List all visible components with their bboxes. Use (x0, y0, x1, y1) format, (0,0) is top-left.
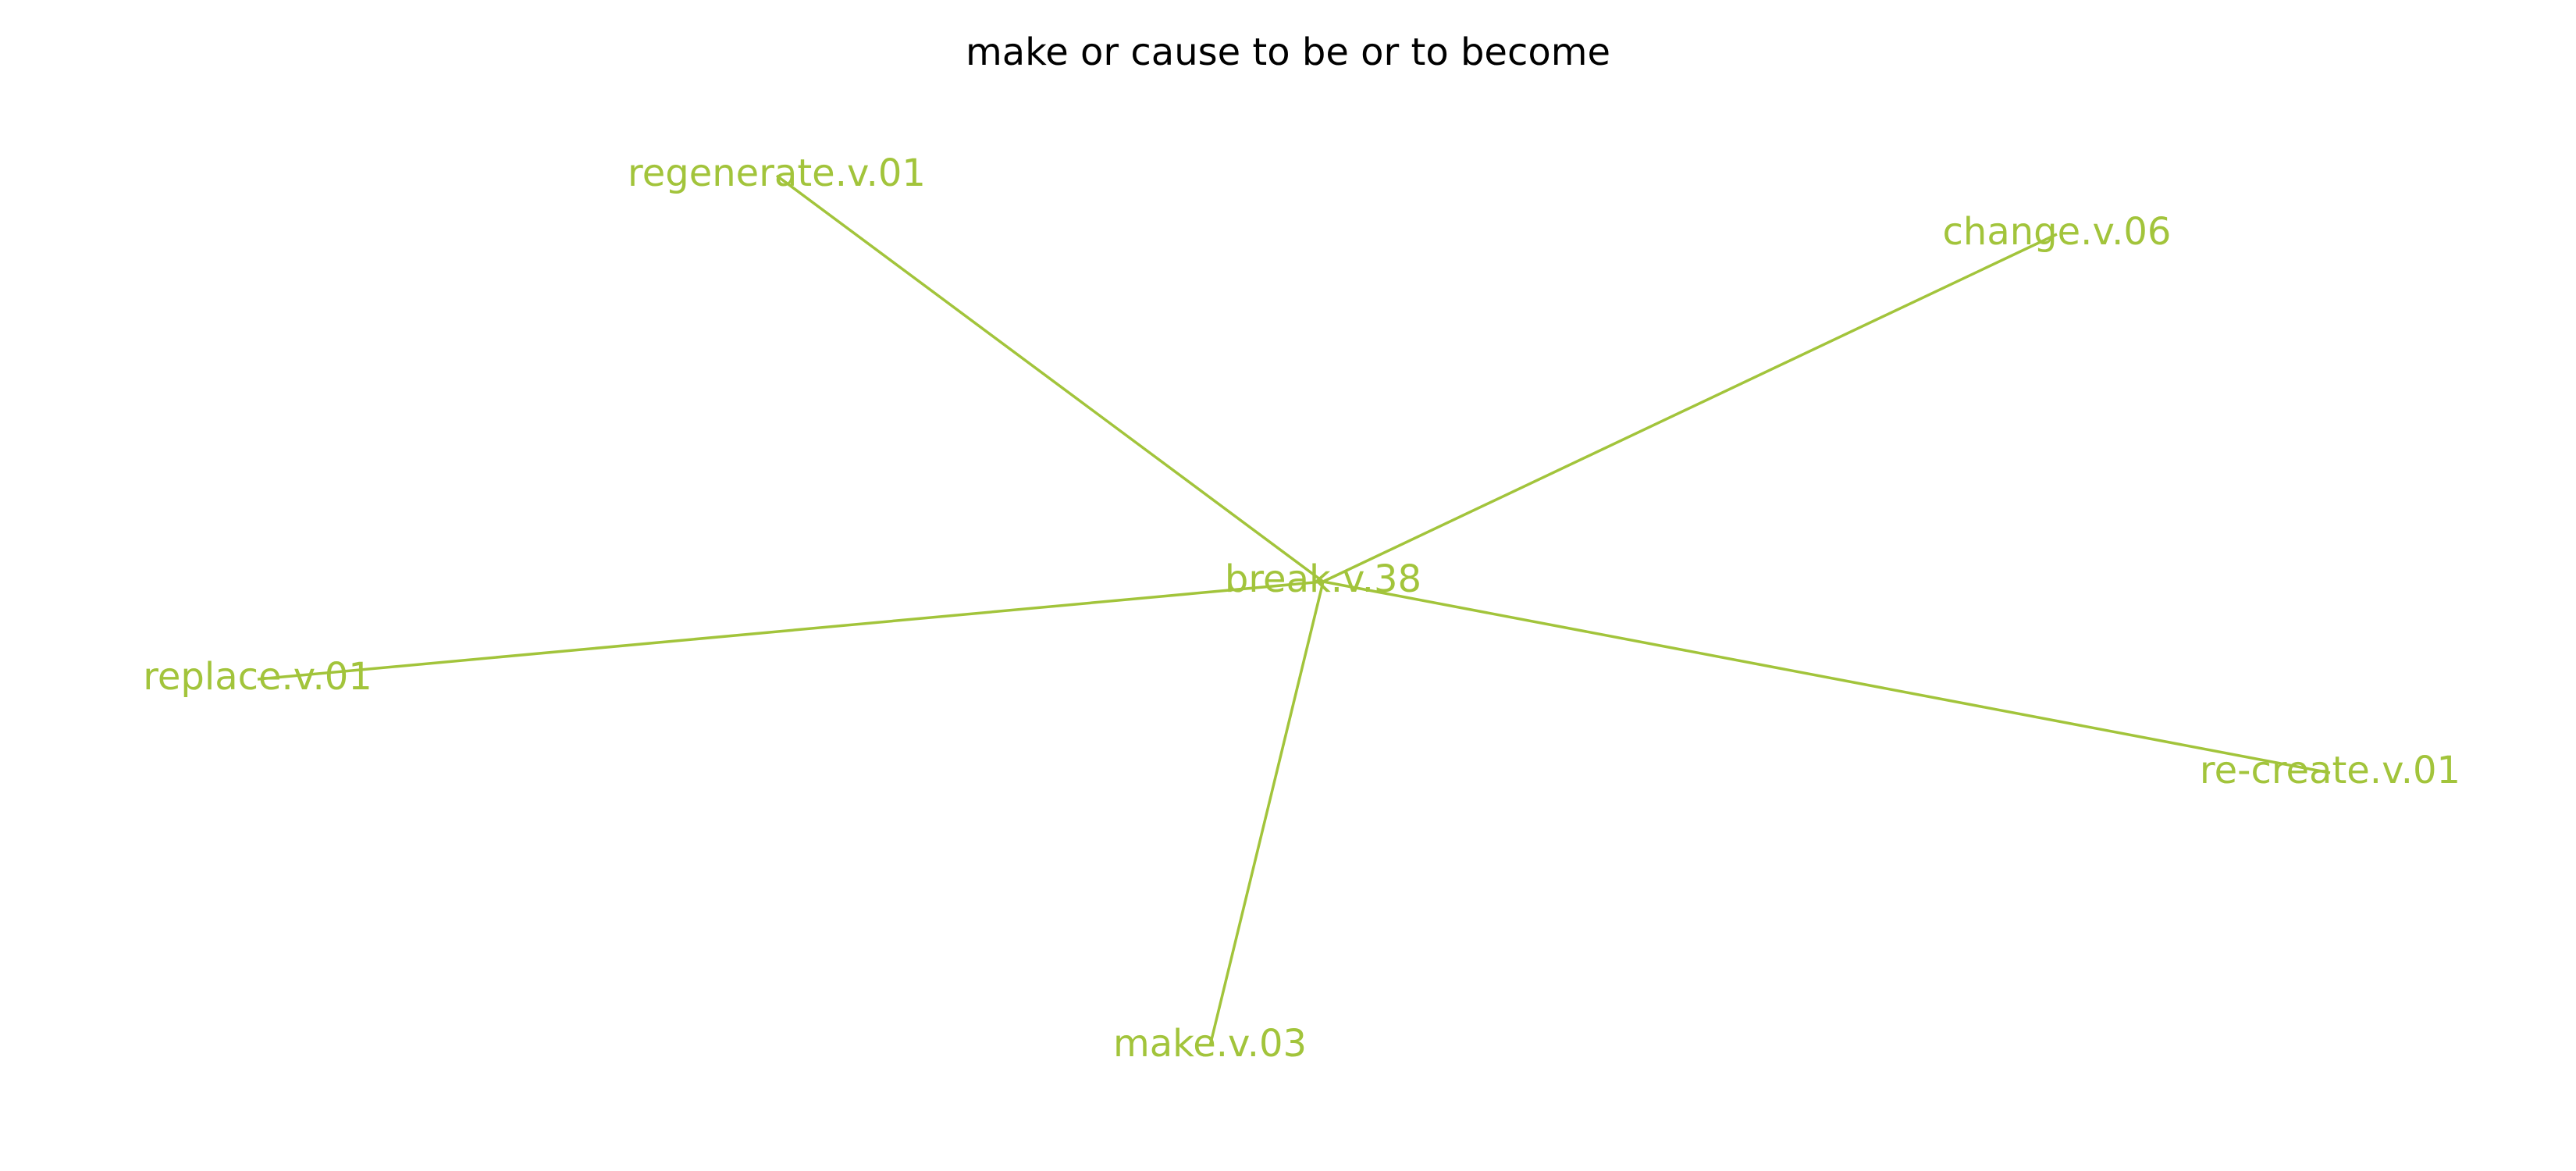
node-label-regenerate.v.01: regenerate.v.01 (628, 151, 926, 195)
edge-break.v.38-replace.v.01 (257, 580, 1324, 681)
diagram-title: make or cause to be or to become (966, 30, 1610, 74)
node-label-make.v.03: make.v.03 (1113, 1022, 1307, 1066)
node-label-change.v.06: change.v.06 (1943, 210, 2172, 254)
nodes-layer: break.v.38 regenerate.v.01 change.v.06 repl… (143, 151, 2460, 1066)
edge-break.v.38-make.v.03 (1208, 581, 1325, 1047)
edge-break.v.38-re-create.v.01 (1322, 580, 2331, 774)
edges-layer (257, 174, 2331, 1047)
node-label-replace.v.01: replace.v.01 (143, 655, 372, 699)
edge-break.v.38-change.v.06 (1322, 233, 2058, 583)
node-label-break.v.38: break.v.38 (1225, 557, 1421, 601)
edge-break.v.38-regenerate.v.01 (775, 174, 1325, 583)
node-label-re-create.v.01: re-create.v.01 (2200, 749, 2460, 792)
